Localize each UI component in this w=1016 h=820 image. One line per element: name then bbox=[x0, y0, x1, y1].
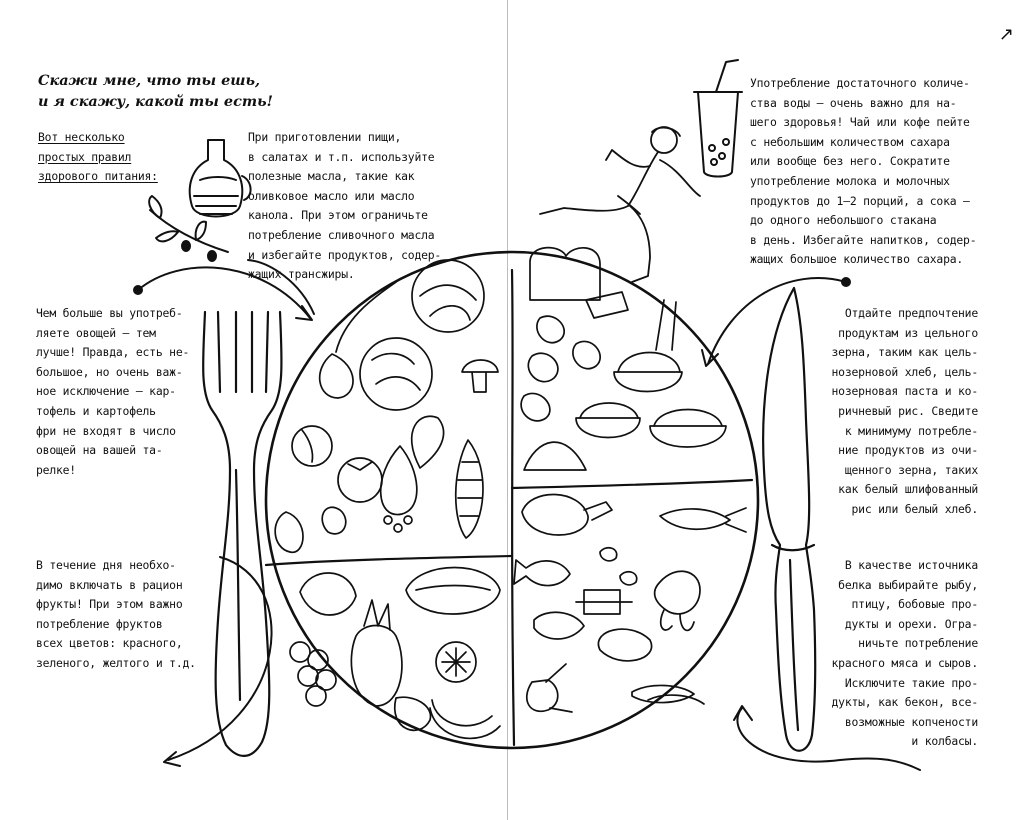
pasta-nest-icon bbox=[536, 315, 566, 344]
fruits-quadrant bbox=[289, 566, 501, 740]
grains-advice-text: Отдайте предпочтение продуктам из цельно… bbox=[831, 306, 979, 516]
runner-illustration-icon bbox=[539, 126, 701, 283]
arrow-oils bbox=[247, 259, 315, 315]
turkey-icon bbox=[597, 628, 653, 662]
arrow-vegetables bbox=[137, 266, 311, 319]
radish-icon bbox=[318, 353, 354, 399]
vegetables-advice-text: Чем больше вы употреб- ляете овощей — те… bbox=[36, 306, 190, 477]
protein-advice-text: В качестве источника белка выбирайте рыб… bbox=[831, 558, 979, 749]
sardine-icon bbox=[631, 684, 695, 704]
rice-bowl-icon bbox=[613, 371, 683, 393]
orange-slice-icon bbox=[435, 641, 477, 683]
arrow-protein-head bbox=[733, 705, 753, 721]
arrow-fruits-head bbox=[163, 751, 181, 767]
corn-icon bbox=[454, 439, 484, 539]
carrot-icon bbox=[410, 415, 445, 469]
page-title: Скажи мне, что ты ешь, и я скажу, какой … bbox=[38, 72, 273, 110]
fruits-advice-text: В течение дня необхо- димо включать в ра… bbox=[36, 558, 196, 670]
cauliflower-icon bbox=[359, 337, 433, 411]
fish-fillet-icon bbox=[533, 611, 585, 640]
plate-divider-vertical bbox=[510, 268, 516, 747]
tomato-icon bbox=[337, 457, 383, 503]
fish-icon bbox=[513, 559, 571, 587]
plate-outline bbox=[264, 250, 760, 750]
lemon-icon bbox=[299, 572, 357, 616]
arrow-fruits bbox=[167, 556, 273, 761]
arrow-vegetables-dot bbox=[133, 285, 143, 295]
arrow-grains bbox=[707, 277, 847, 365]
arrow-vegetables-head bbox=[295, 305, 313, 321]
bread-slices-icon bbox=[585, 291, 629, 319]
vegetables-quadrant bbox=[274, 259, 499, 553]
octopus-icon bbox=[653, 570, 701, 615]
nuts-icon bbox=[599, 546, 618, 562]
olive-oil-bottle-icon bbox=[188, 139, 252, 218]
chicken-legs-icon bbox=[526, 679, 559, 713]
arrow-grains-head bbox=[701, 349, 719, 367]
page-corner-marker: ↗ bbox=[998, 24, 1014, 45]
grain-bowl-icon bbox=[575, 417, 641, 439]
roast-chicken-icon bbox=[521, 493, 589, 536]
intro-rules-text: Вот несколько простых правил здорового п… bbox=[38, 130, 158, 184]
eggplant-icon bbox=[379, 445, 418, 516]
garlic-icon bbox=[291, 425, 333, 467]
lobster-icon bbox=[659, 508, 731, 531]
fork-icon bbox=[202, 310, 283, 757]
peapod-icon bbox=[321, 506, 347, 535]
kebab-icon bbox=[583, 589, 621, 615]
cabbage-icon bbox=[411, 259, 485, 333]
peach-icon bbox=[393, 696, 432, 731]
grains-quadrant bbox=[520, 246, 727, 471]
knife-icon bbox=[762, 286, 817, 752]
pepper-icon bbox=[274, 511, 304, 553]
book-gutter bbox=[507, 0, 508, 820]
protein-quadrant bbox=[513, 493, 747, 713]
pineapple-icon bbox=[350, 624, 403, 707]
flour-pile-icon bbox=[523, 441, 587, 471]
oils-advice-text: При приготовлении пищи, в салатах и т.п.… bbox=[248, 130, 442, 282]
melon-icon bbox=[405, 566, 501, 615]
quinoa-bowl-icon bbox=[649, 425, 727, 448]
arrow-grains-dot bbox=[841, 277, 851, 287]
olive-branch-icon bbox=[148, 195, 229, 262]
bread-loaf-icon bbox=[529, 246, 601, 301]
arrow-protein bbox=[736, 707, 921, 771]
plate-divider-horizontal-left bbox=[264, 554, 514, 567]
banana-icon bbox=[431, 699, 493, 727]
plate-divider-horizontal-right bbox=[510, 478, 754, 490]
mushroom-icon bbox=[461, 359, 499, 393]
grapes-icon bbox=[289, 641, 311, 663]
drink-cup-icon bbox=[693, 59, 743, 178]
water-advice-text: Употребление достаточного количе- ства в… bbox=[750, 76, 977, 267]
